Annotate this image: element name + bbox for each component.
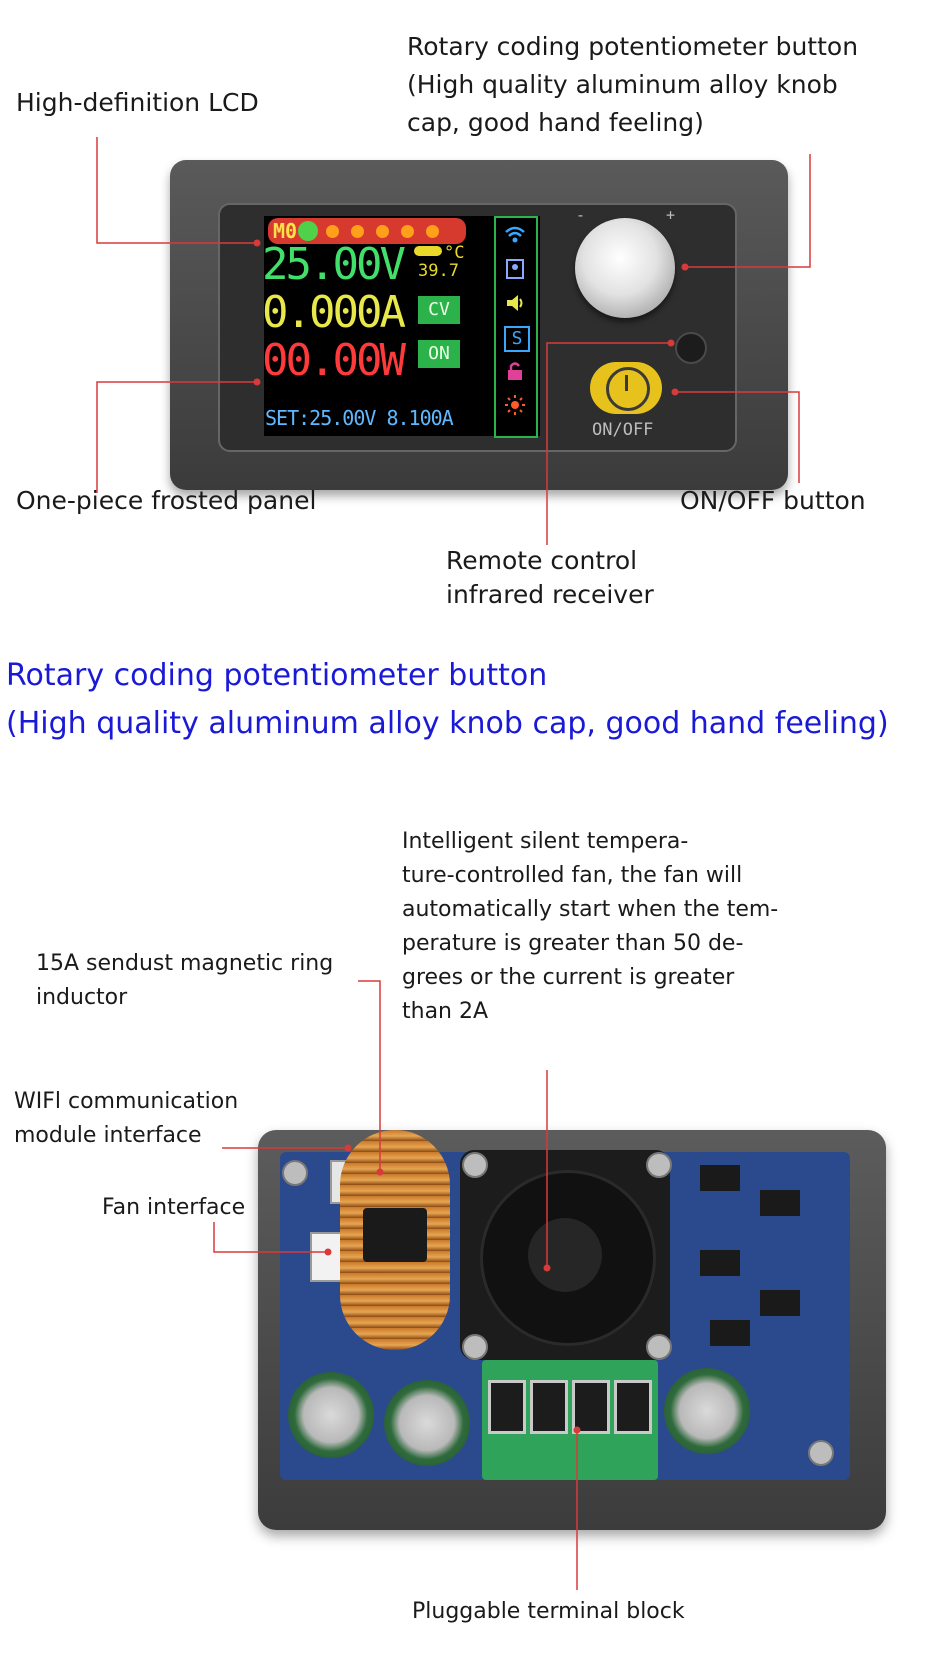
- status-dot-active: [298, 221, 318, 241]
- brightness-icon: [504, 394, 526, 416]
- onoff-label: ON/OFF: [592, 420, 654, 440]
- rotary-knob-callout-line2: (High quality aluminum alloy knob: [407, 70, 838, 99]
- electrolytic-capacitor: [288, 1372, 374, 1458]
- display-icon: [504, 258, 526, 280]
- ic-chip: [760, 1290, 800, 1316]
- power-readout: 00.00W: [262, 335, 406, 386]
- ir-callout-line1: Remote control: [446, 546, 638, 575]
- rotary-knob[interactable]: [575, 218, 675, 318]
- screw: [808, 1440, 834, 1466]
- fan-desc-line2: ture-controlled fan, the fan will: [402, 863, 743, 888]
- inductor-callout-line1: 15A sendust magnetic ring: [36, 951, 334, 976]
- terminal-slot: [572, 1380, 610, 1434]
- onoff-callout: ON/OFF button: [680, 486, 866, 515]
- fan-desc-line5: grees or the current is greater: [402, 965, 735, 990]
- inductor-core: [363, 1208, 427, 1262]
- fan-hub: [528, 1218, 602, 1292]
- set-values-line: SET:25.00V 8.100A: [265, 404, 477, 432]
- lcd-icon-strip: S: [494, 216, 538, 438]
- ic-chip: [710, 1320, 750, 1346]
- electrolytic-capacitor: [384, 1380, 470, 1466]
- status-dot: [326, 225, 339, 238]
- voltage-readout: 25.00V: [262, 239, 406, 290]
- section-heading-line2: (High quality aluminum alloy knob cap, g…: [6, 706, 889, 741]
- terminal-slot: [488, 1380, 526, 1434]
- temperature-unit: °C: [444, 243, 465, 263]
- output-on-indicator: ON: [418, 340, 460, 368]
- current-readout: 0.000A: [262, 287, 406, 338]
- panel-callout: One-piece frosted panel: [16, 486, 317, 515]
- knob-plus-mark: +: [666, 206, 676, 224]
- inductor-callout-line2: inductor: [36, 985, 128, 1010]
- status-dot: [351, 225, 364, 238]
- temperature-value: 39.7: [418, 261, 459, 281]
- ic-chip: [700, 1250, 740, 1276]
- terminal-slot: [530, 1380, 568, 1434]
- fan-desc-line4: perature is greater than 50 de-: [402, 931, 744, 956]
- fan-screw: [646, 1334, 672, 1360]
- rotary-knob-callout-line3: cap, good hand feeling): [407, 108, 704, 137]
- fan-desc-line3: automatically start when the tem-: [402, 897, 779, 922]
- thermometer-icon: [414, 246, 442, 256]
- status-dot: [426, 225, 439, 238]
- cv-indicator: CV: [418, 296, 460, 324]
- screw: [282, 1160, 308, 1186]
- electrolytic-capacitor: [664, 1368, 750, 1454]
- section-heading-line1: Rotary coding potentiometer button: [6, 658, 548, 693]
- lcd-mode-label: M0: [273, 219, 298, 243]
- knob-minus-mark: -: [576, 206, 586, 224]
- ir-callout-line2: infrared receiver: [446, 580, 654, 609]
- status-dot: [376, 225, 389, 238]
- fan-screw: [462, 1334, 488, 1360]
- rotary-knob-callout-line1: Rotary coding potentiometer button: [407, 32, 859, 61]
- fan-desc-line1: Intelligent silent tempera-: [402, 829, 689, 854]
- fan-screw: [646, 1152, 672, 1178]
- fan-desc-line6: than 2A: [402, 999, 489, 1024]
- infrared-receiver: [675, 332, 707, 364]
- status-dot: [401, 225, 414, 238]
- lcd-callout: High-definition LCD: [16, 88, 259, 117]
- power-icon: [606, 367, 650, 411]
- wifi-callout-line1: WIFl communication: [14, 1089, 239, 1114]
- s-icon: S: [504, 326, 530, 352]
- lock-icon: [504, 360, 526, 382]
- ic-chip: [760, 1190, 800, 1216]
- terminal-slot: [614, 1380, 652, 1434]
- wifi-icon: [504, 224, 526, 246]
- ic-chip: [700, 1165, 740, 1191]
- terminal-callout: Pluggable terminal block: [412, 1599, 685, 1624]
- fan-interface-callout: Fan interface: [102, 1195, 246, 1220]
- fan-screw: [462, 1152, 488, 1178]
- speaker-icon: [504, 292, 526, 314]
- wifi-callout-line2: module interface: [14, 1123, 202, 1148]
- pluggable-terminal-block[interactable]: [482, 1360, 658, 1480]
